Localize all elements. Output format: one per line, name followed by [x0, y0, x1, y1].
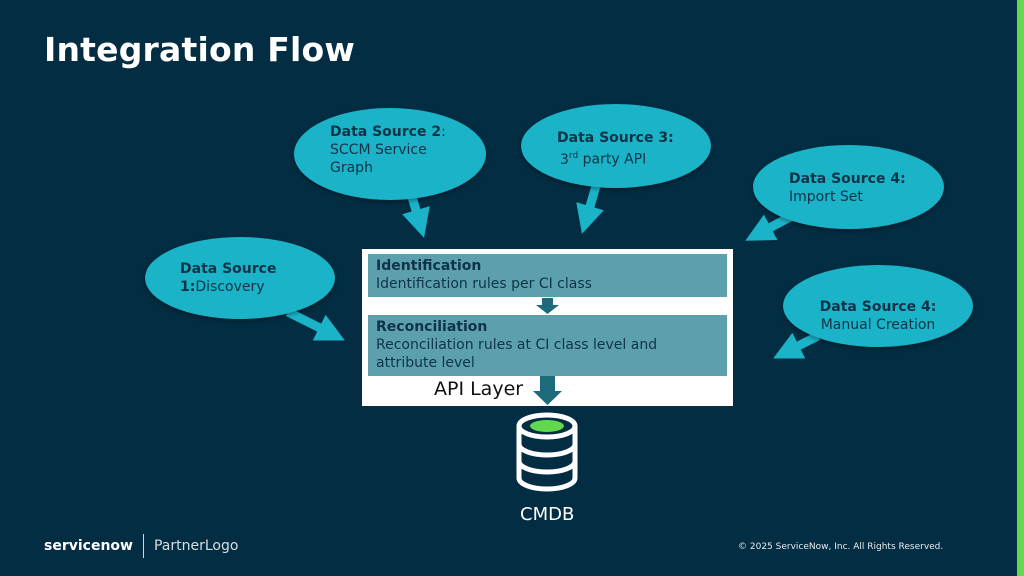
data-source-1-bubble: Data Source 1:Discovery	[145, 237, 335, 319]
data-source-2-colon: :	[441, 124, 446, 140]
reconciliation-title: Reconciliation	[376, 319, 488, 335]
data-source-3-ordinal: 3	[560, 151, 569, 168]
logo-divider	[142, 534, 144, 558]
cmdb-label: CMDB	[520, 504, 575, 525]
data-source-1-number: 1:	[180, 279, 196, 295]
data-source-2-bubble: Data Source 2: SCCM Service Graph	[294, 108, 486, 200]
data-source-1-name: Discovery	[195, 279, 265, 295]
data-source-4b-name: Manual Creation	[820, 317, 936, 333]
page-title: Integration Flow	[44, 30, 356, 69]
accent-bar	[1017, 0, 1024, 576]
identification-title: Identification	[376, 258, 482, 274]
arrow-ds3	[576, 184, 604, 234]
data-source-3-title: Data Source 3:	[557, 130, 674, 146]
arrow-identification-to-reconciliation	[536, 298, 559, 314]
partner-logo: PartnerLogo	[153, 538, 239, 554]
data-source-1-title: Data Source	[180, 261, 277, 277]
data-source-4a-title: Data Source 4:	[789, 171, 906, 187]
data-source-4a-name: Import Set	[789, 189, 863, 205]
reconciliation-desc: Reconciliation rules at CI class level a…	[376, 337, 658, 371]
data-source-2-title: Data Source 2	[330, 124, 442, 140]
arrow-ds1	[285, 307, 345, 341]
identification-desc: Identification rules per CI class	[376, 276, 592, 292]
footer-logos: servicenow PartnerLogo	[44, 533, 238, 559]
data-source-3-bubble: Data Source 3: 3rd party API	[521, 104, 711, 188]
data-source-4b-title: Data Source 4:	[819, 299, 937, 315]
data-source-4b-bubble: Data Source 4: Manual Creation	[783, 265, 973, 347]
data-source-3-name: party API	[578, 151, 647, 168]
copyright-text: © 2025 ServiceNow, Inc. All Rights Reser…	[738, 542, 944, 552]
identification-stage: Identification Identification rules per …	[368, 254, 727, 297]
reconciliation-stage: Reconciliation Reconciliation rules at C…	[368, 315, 727, 376]
data-source-2-line2: SCCM Service	[330, 142, 427, 158]
servicenow-logo: servicenow	[44, 538, 133, 554]
arrow-to-cmdb	[533, 376, 562, 405]
api-layer-label: API Layer	[434, 378, 524, 400]
data-source-3-ordinal-suffix: rd	[568, 151, 579, 161]
database-icon	[516, 412, 578, 492]
arrow-ds4b	[773, 331, 821, 359]
data-source-2-line3: Graph	[330, 160, 373, 176]
data-source-4a-bubble: Data Source 4: Import Set	[753, 145, 944, 229]
api-layer-box: Identification Identification rules per …	[362, 249, 733, 406]
